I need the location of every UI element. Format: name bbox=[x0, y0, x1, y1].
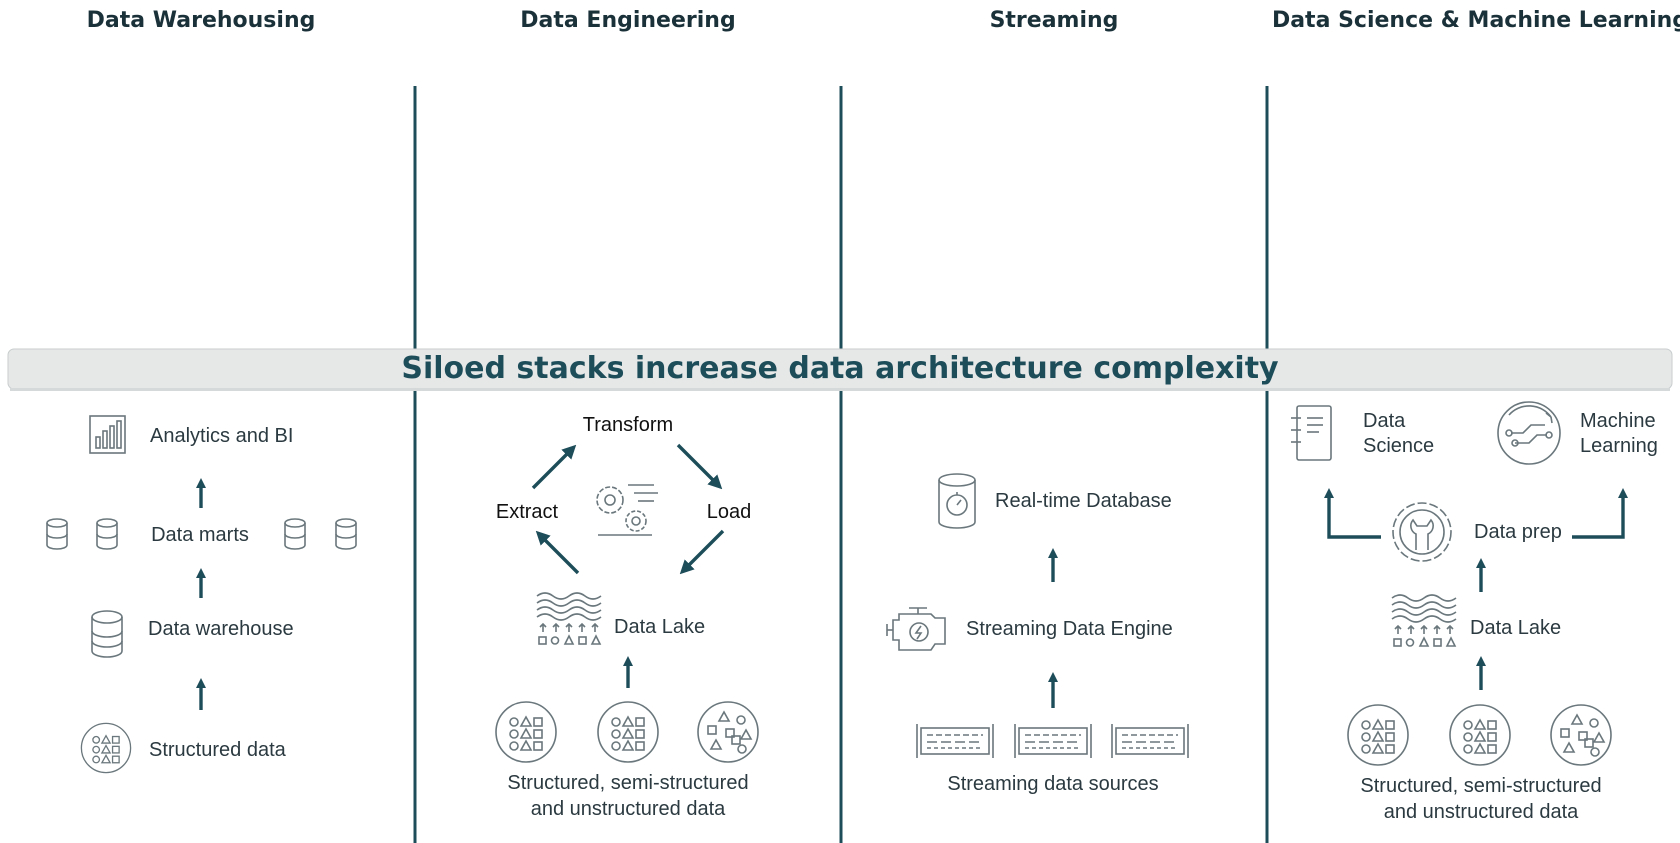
machine-learning-label-line1: Machine bbox=[1580, 410, 1656, 432]
stream-source-icon bbox=[916, 723, 994, 759]
circle-shapes-icon bbox=[597, 701, 659, 763]
header-streaming: Streaming bbox=[990, 8, 1119, 33]
streaming-engine-label: Streaming Data Engine bbox=[966, 618, 1173, 640]
machine-learning-label-line2: Learning bbox=[1580, 435, 1658, 457]
database-icon bbox=[46, 518, 68, 550]
header-data-warehousing: Data Warehousing bbox=[87, 8, 316, 33]
database-icon bbox=[91, 610, 123, 658]
stream-source-icon bbox=[1111, 723, 1189, 759]
data-lake-label: Data Lake bbox=[614, 616, 705, 638]
realtime-database-label: Real-time Database bbox=[995, 490, 1172, 512]
analytics-bi-label: Analytics and BI bbox=[150, 425, 293, 447]
prep-to-data-science-arrow bbox=[1324, 488, 1381, 539]
data-lake-icon bbox=[1391, 594, 1457, 647]
circle-shapes-icon bbox=[495, 701, 557, 763]
database-icon bbox=[335, 518, 357, 550]
circle-scatter-icon bbox=[1550, 704, 1612, 766]
notebook-icon bbox=[1291, 405, 1332, 461]
data-warehouse-label: Data warehouse bbox=[148, 618, 294, 640]
transform-label: Transform bbox=[583, 414, 673, 436]
prep-to-ml-arrow bbox=[1572, 488, 1628, 539]
ml-circuit-icon bbox=[1497, 401, 1561, 465]
header-data-science-ml: Data Science & Machine Learning bbox=[1272, 8, 1680, 33]
data-science-label-line1: Data bbox=[1363, 410, 1406, 432]
complexity-banner: Siloed stacks increase data architecture… bbox=[7, 348, 1673, 391]
sources-label-line1: Structured, semi-structured bbox=[1360, 775, 1601, 797]
load-label: Load bbox=[707, 501, 752, 523]
transform-to-load-arrow bbox=[676, 443, 723, 490]
data-lake-icon bbox=[536, 592, 602, 645]
sources-label-line2: and unstructured data bbox=[1384, 801, 1579, 823]
wrench-gear-icon bbox=[1392, 502, 1452, 562]
extract-to-transform-arrow bbox=[531, 444, 577, 490]
data-lake-label: Data Lake bbox=[1470, 617, 1561, 639]
structured-data-label: Structured data bbox=[149, 739, 287, 761]
circle-scatter-icon bbox=[697, 701, 759, 763]
header-data-engineering: Data Engineering bbox=[520, 8, 735, 33]
lake-to-extract-arrow bbox=[535, 530, 580, 575]
extract-label: Extract bbox=[496, 501, 559, 523]
data-marts-label: Data marts bbox=[151, 524, 249, 546]
database-icon bbox=[284, 518, 306, 550]
engine-icon bbox=[886, 607, 946, 651]
sources-label-line2: and unstructured data bbox=[531, 798, 726, 820]
circle-shapes-icon bbox=[1347, 704, 1409, 766]
gears-icon bbox=[596, 484, 658, 536]
streaming-sources-label: Streaming data sources bbox=[947, 773, 1158, 795]
banner-title: Siloed stacks increase data architecture… bbox=[401, 351, 1279, 386]
circle-shapes-icon bbox=[80, 722, 132, 774]
bar-chart-icon bbox=[89, 415, 126, 454]
sources-label-line1: Structured, semi-structured bbox=[507, 772, 748, 794]
stopwatch-database-icon bbox=[938, 473, 976, 529]
database-icon bbox=[96, 518, 118, 550]
data-prep-label: Data prep bbox=[1474, 521, 1562, 543]
load-to-lake-arrow bbox=[679, 529, 725, 575]
stream-source-icon bbox=[1014, 723, 1092, 759]
data-science-label-line2: Science bbox=[1363, 435, 1434, 457]
circle-shapes-icon bbox=[1449, 704, 1511, 766]
